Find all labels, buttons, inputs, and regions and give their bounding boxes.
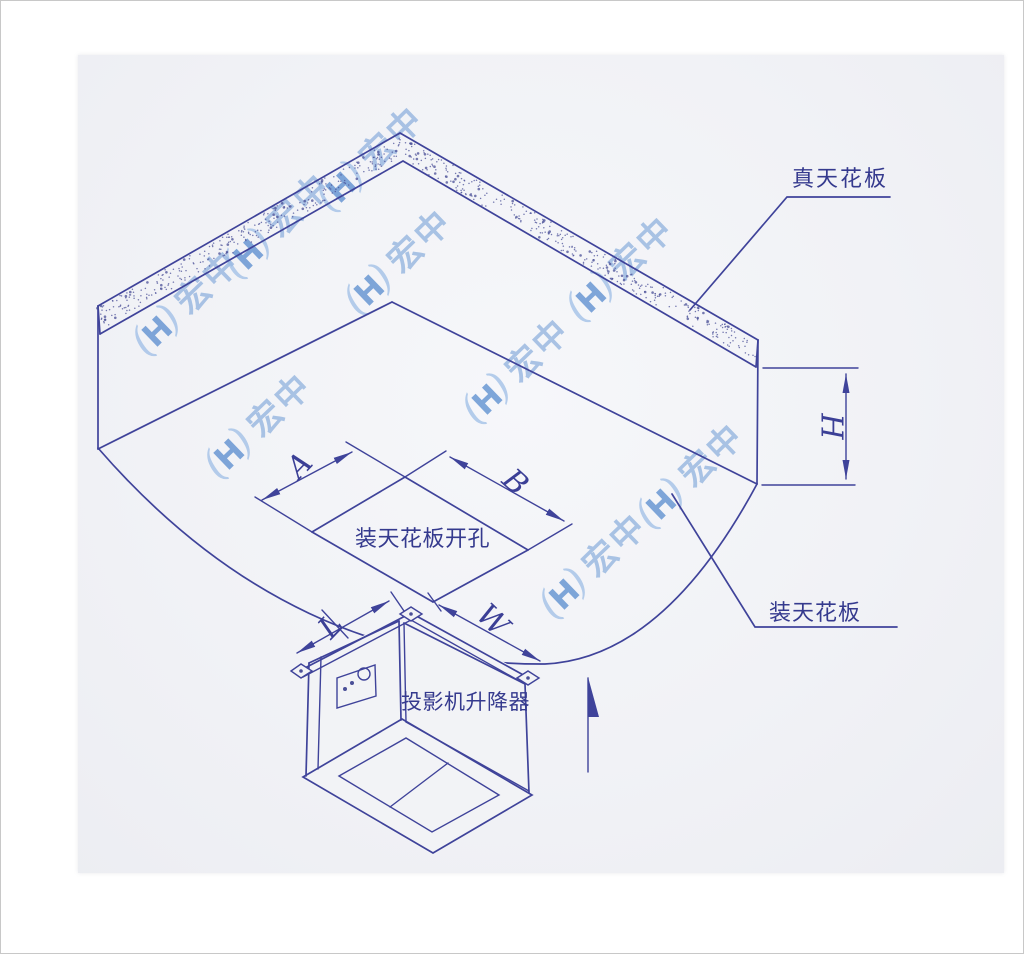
ceiling-back-left-edge <box>98 302 392 449</box>
right-vertical-edge <box>757 340 758 484</box>
bracket-right-hole <box>526 676 530 680</box>
corner-extension-tick-1 <box>391 592 404 611</box>
ceiling-opening-label: 装天花板开孔 <box>355 521 490 553</box>
dim-label-h: H <box>814 413 849 439</box>
slab-inner-edge <box>100 161 756 367</box>
bracket-top-hole <box>409 612 413 616</box>
callout-leaders <box>672 197 897 627</box>
dim-a-extension-2 <box>255 497 312 532</box>
lift-direction-arrow <box>588 677 599 772</box>
corner-extension-tick-2 <box>428 593 441 611</box>
dim-a-extension-1 <box>346 442 405 477</box>
projector-lift-label: 投影机升降器 <box>401 686 530 716</box>
projector-lift-box <box>301 611 532 855</box>
slab-stipple-texture <box>96 138 758 357</box>
control-panel-dot-2 <box>350 681 354 685</box>
direction-arrow-head <box>588 677 599 717</box>
real-ceiling-leader <box>690 197 890 310</box>
ceiling-back-right-edge <box>392 302 757 484</box>
control-panel-dot-1 <box>343 687 347 691</box>
decorative-ceiling-label: 装天花板 <box>769 595 861 627</box>
lift-box-mask <box>301 611 531 855</box>
opening-bottom-right-edge <box>433 550 528 602</box>
slab-outer-edge <box>98 133 758 340</box>
real-ceiling-label: 真天花板 <box>792 161 888 193</box>
dim-b-extension-2 <box>528 524 572 550</box>
dim-b-extension-1 <box>405 451 446 477</box>
bracket-left-hole <box>299 669 303 673</box>
ceiling-structure <box>96 133 758 664</box>
